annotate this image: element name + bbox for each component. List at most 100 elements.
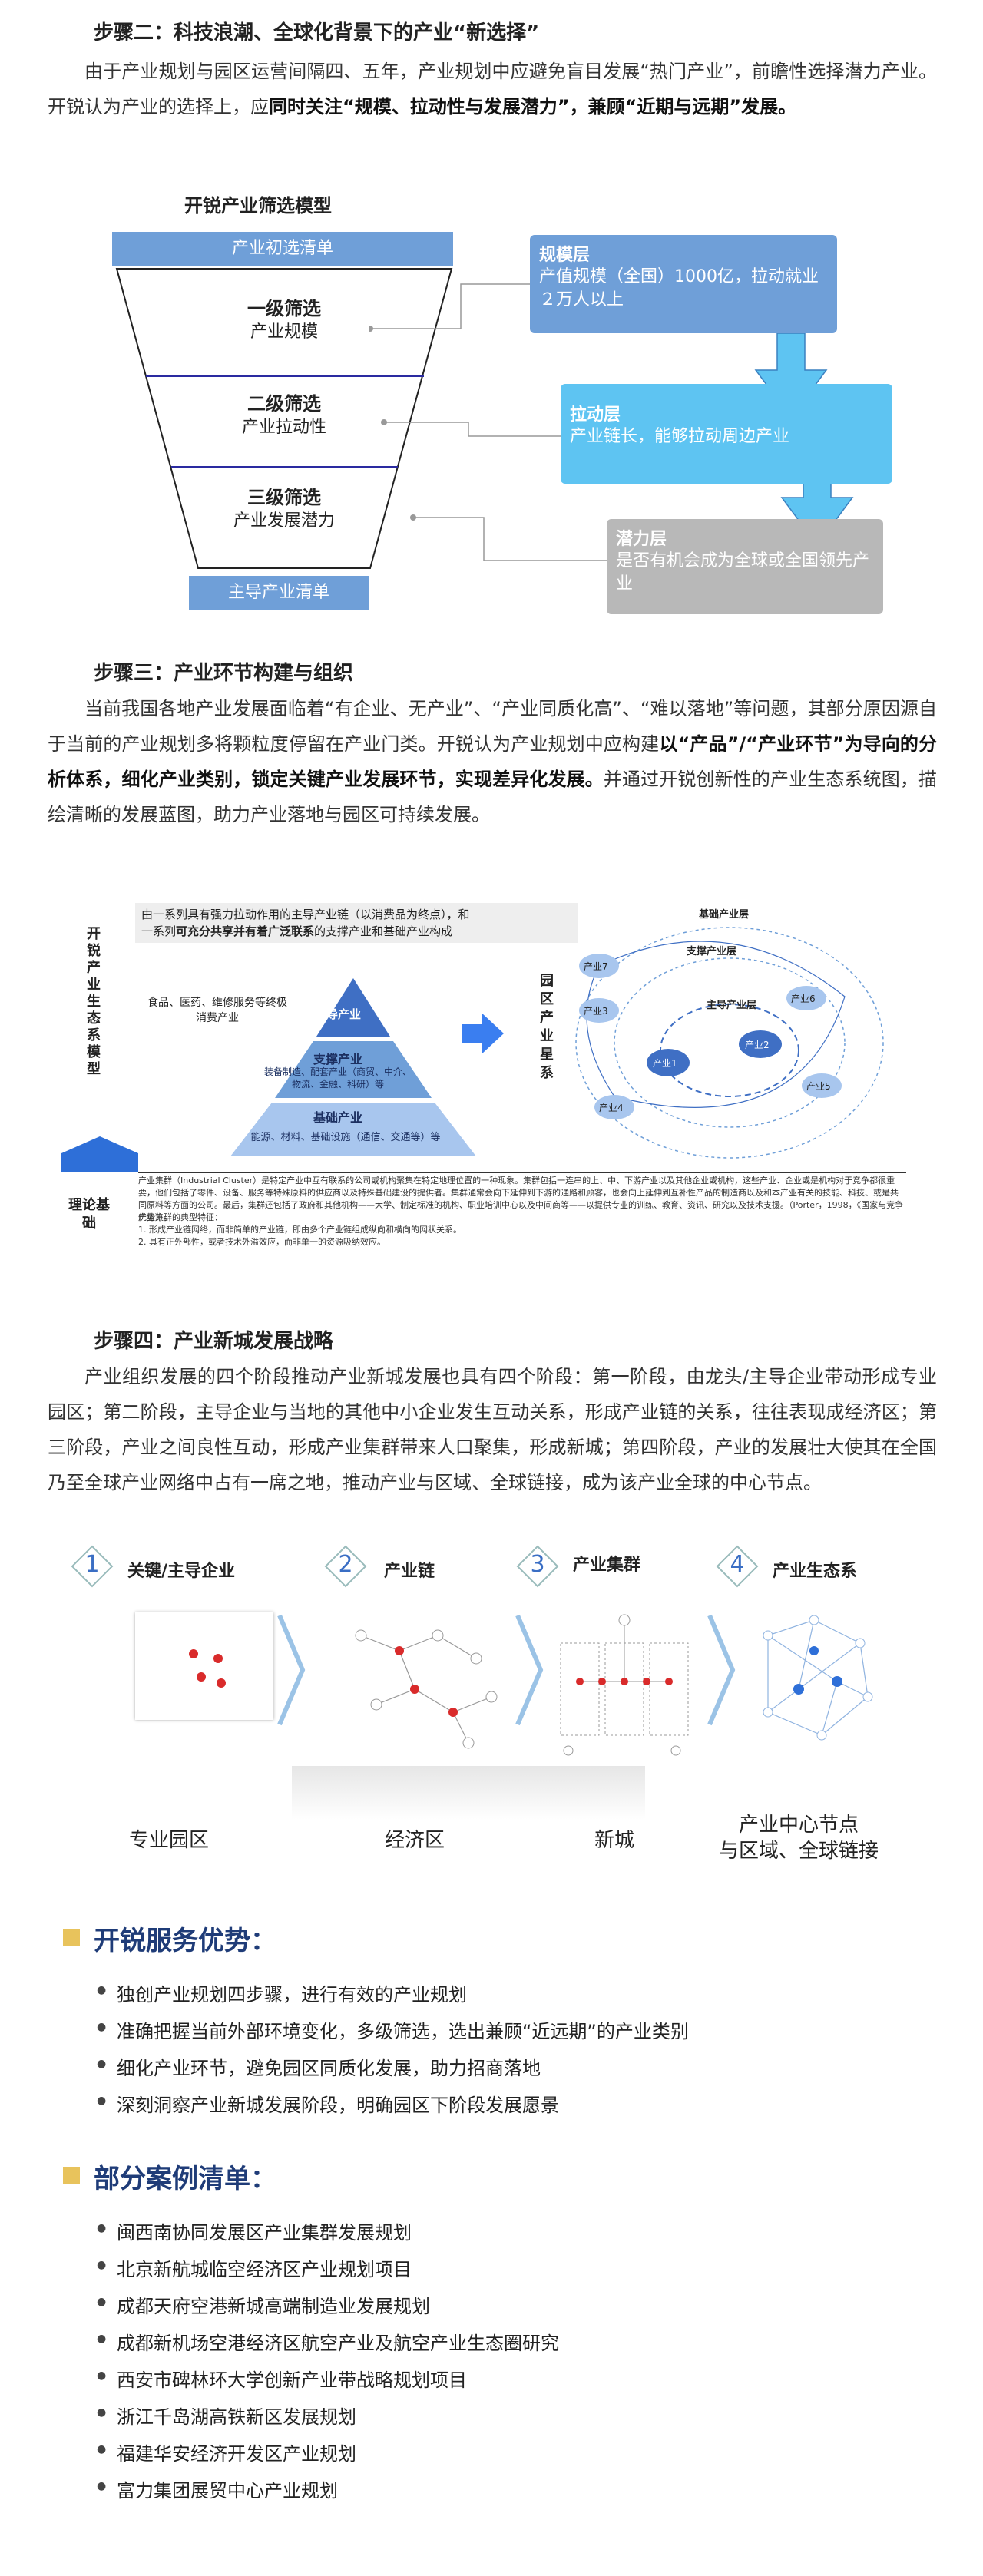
pyramid-top-label: 主导产业: [314, 1007, 361, 1021]
stage-1-badge: [71, 1545, 114, 1588]
outer-layer-label: 基础产业层: [699, 909, 750, 921]
advantage-item-2: 准确把握当前外部环境变化，多级筛选，选出兼顾“近远期”的产业类别: [97, 2016, 689, 2043]
right-arrow-icon: [462, 1014, 504, 1053]
scale-layer-title: 规模层: [539, 246, 591, 265]
node-6-label: 产业6: [791, 994, 816, 1004]
case-item-5: 西安市碑林环大学创新产业带战略规划项目: [97, 2365, 467, 2392]
node-2: [739, 1030, 782, 1058]
node-3: [579, 998, 619, 1023]
level-3-sub: 产业发展潜力: [233, 511, 335, 531]
ecosystem-model-label: 开锐产业生态系模型: [87, 926, 101, 1077]
advantages-marker: [63, 1929, 80, 1946]
park-galaxy-label: 园区产业星系: [540, 973, 554, 1081]
level-1-name: 一级筛选: [247, 298, 321, 319]
stage-1-caption: 专业园区: [128, 1829, 209, 1852]
theory-label: 理论基础: [68, 1197, 110, 1232]
funnel-diagram: [115, 268, 453, 569]
chevron-3-icon: [707, 1614, 736, 1726]
step2-heading: 步骤二：科技浪潮、全球化背景下的产业“新选择”: [94, 21, 540, 45]
cases-heading: 部分案例清单：: [94, 2164, 276, 2194]
potential-layer-title: 潜力层: [616, 530, 667, 549]
step3-paragraph: 当前我国各地产业发展面临着“有企业、无产业”、“产业同质化高”、“难以落地”等问…: [48, 691, 937, 832]
case-item-3: 成都天府空港新城高端制造业发展规划: [97, 2291, 430, 2318]
connector-dot-1: [369, 326, 373, 332]
step4-paragraph: 产业组织发展的四个阶段推动产业新城发展也具有四个阶段：第一阶段，由龙头/主导企业…: [48, 1366, 937, 1493]
stage-1-panel: [135, 1612, 273, 1720]
level-3-name: 三级筛选: [247, 487, 321, 508]
stage-1-number: 1: [84, 1551, 100, 1578]
scale-layer-box: 规模层 产值规模（全国）1000亿，拉动就业２万人以上: [530, 235, 837, 333]
step3-heading: 步骤三：产业环节构建与组织: [94, 662, 354, 685]
stage-3-badge: [516, 1545, 559, 1588]
top-note-line-1: 由一系列具有强力拉动作用的主导产业链（以消费品为终点），和: [141, 908, 470, 921]
pyramid-base: [230, 1103, 476, 1156]
stage-3-caption: 新城: [594, 1829, 634, 1852]
outer-orbit: [575, 927, 884, 1159]
cluster-definition: 产业集群（Industrial Cluster）是特定产业中互有联系的公司或机构…: [138, 1176, 904, 1222]
leading-list-bar: 主导产业清单: [189, 576, 369, 610]
step3-text-2: 并通过开锐创新性的产业生态系统图，描绘清晰的发展蓝图，助力产业落地与园区可持续发…: [48, 769, 937, 825]
stage-2-number: 2: [338, 1551, 353, 1578]
scale-layer-desc: 产值规模（全国）1000亿，拉动就业２万人以上: [539, 267, 819, 309]
stages-figure: 1 关键/主导企业 专业园区 2 产业链 经济区 3 产业集群 新城: [61, 1543, 922, 1881]
potential-layer-desc: 是否有机会成为全球或全国领先产业: [616, 551, 870, 594]
stages-shadow: [292, 1766, 645, 1820]
stage-4-network: [763, 1615, 873, 1741]
case-item-4: 成都新机场空港经济区航空产业及航空产业生态圈研究: [97, 2328, 559, 2355]
cases-marker: [63, 2167, 80, 2184]
pyramid-base-label: 基础产业: [313, 1110, 362, 1125]
case-item-6: 浙江千岛湖高铁新区发展规划: [97, 2402, 356, 2429]
stage-3-title: 产业集群: [573, 1556, 641, 1575]
cluster-features-heading: 产业集群的典型特征：: [138, 1212, 223, 1222]
stage-2-caption: 经济区: [384, 1829, 445, 1852]
pyramid-middle-detail: 装备制造、配套产业（商贸、中介、物流、金融、科研）等: [263, 1066, 412, 1090]
advantages-heading: 开锐服务优势：: [94, 1926, 276, 1956]
pyramid-middle-label: 支撑产业: [313, 1052, 362, 1066]
industry-pyramid: [230, 978, 476, 1156]
node-6: [786, 986, 826, 1010]
step3-bold-text: 以“产品”/“产业环节”为导向的分析体系，细化产业类别，锁定关键产业发展环节，实…: [48, 733, 938, 790]
stage-1-dots: [189, 1649, 226, 1688]
connector-dot-2: [381, 419, 387, 425]
node-1-label: 产业1: [653, 1058, 677, 1069]
node-5-label: 产业5: [806, 1081, 831, 1092]
connector-dot-3: [410, 514, 416, 521]
galaxy-link: [586, 941, 846, 1108]
pyramid-middle: [275, 1041, 432, 1098]
advantage-item-3: 细化产业环节，避免园区同质化发展，助力招商落地: [97, 2053, 541, 2080]
step2-bold-text: 同时关注“规模、拉动性与发展潜力”，兼顾“近期与远期”发展。: [269, 96, 797, 117]
stage-4-badge: [716, 1545, 759, 1588]
stage-4-caption: 产业中心节点 与区域、全球链接: [718, 1814, 879, 1863]
case-item-1: 闽西南协同发展区产业集群发展规划: [97, 2217, 412, 2244]
node-5: [802, 1073, 842, 1098]
node-1: [647, 1049, 690, 1076]
level-1-sub: 产业规模: [250, 322, 318, 342]
stage-2-chain: [355, 1629, 498, 1749]
connector-3: [413, 517, 608, 561]
chevron-2-icon: [515, 1614, 544, 1726]
stage-2-badge: [324, 1545, 367, 1588]
case-item-7: 福建华安经济开发区产业规划: [97, 2439, 356, 2465]
step2-text: 由于产业规划与园区运营间隔四、五年，产业规划中应避免盲目发展“热门产业”，前瞻性…: [48, 61, 937, 117]
level-2-name: 二级筛选: [247, 393, 321, 415]
potential-layer-box: 潜力层 是否有机会成为全球或全国领先产业: [607, 519, 883, 614]
level-2-sub: 产业拉动性: [241, 418, 326, 437]
case-item-2: 北京新航城临空经济区产业规划项目: [97, 2254, 412, 2281]
pyramid-base-detail: 能源、材料、基础设施（通信、交通等）等: [250, 1132, 441, 1143]
step2-paragraph: 由于产业规划与园区运营间隔四、五年，产业规划中应避免盲目发展“热门产业”，前瞻性…: [48, 54, 937, 124]
connector-1: [370, 283, 531, 329]
inner-layer-label: 主导产业层: [707, 1000, 757, 1011]
advantage-item-4: 深刻洞察产业新城发展阶段，明确园区下阶段发展愿景: [97, 2090, 559, 2117]
middle-orbit: [614, 957, 846, 1128]
funnel-diagram-title: 开锐产业筛选模型: [184, 195, 332, 217]
industry-galaxy: [575, 927, 884, 1159]
connector-2: [384, 422, 562, 437]
stage-2-title: 产业链: [384, 1562, 435, 1581]
stage-4-number: 4: [730, 1551, 745, 1578]
middle-layer-label: 支撑产业层: [687, 946, 737, 957]
step4-heading: 步骤四：产业新城发展战略: [94, 1330, 334, 1353]
cluster-feature-1: 1. 形成产业链网络，而非简单的产业链，即由多个产业链组成纵向和横向的网状关系。: [138, 1225, 462, 1235]
pull-layer-desc: 产业链长，能够拉动周边产业: [570, 427, 790, 446]
case-item-8: 富力集团展贸中心产业规划: [97, 2475, 338, 2502]
initial-list-bar: 产业初选清单: [112, 232, 453, 266]
